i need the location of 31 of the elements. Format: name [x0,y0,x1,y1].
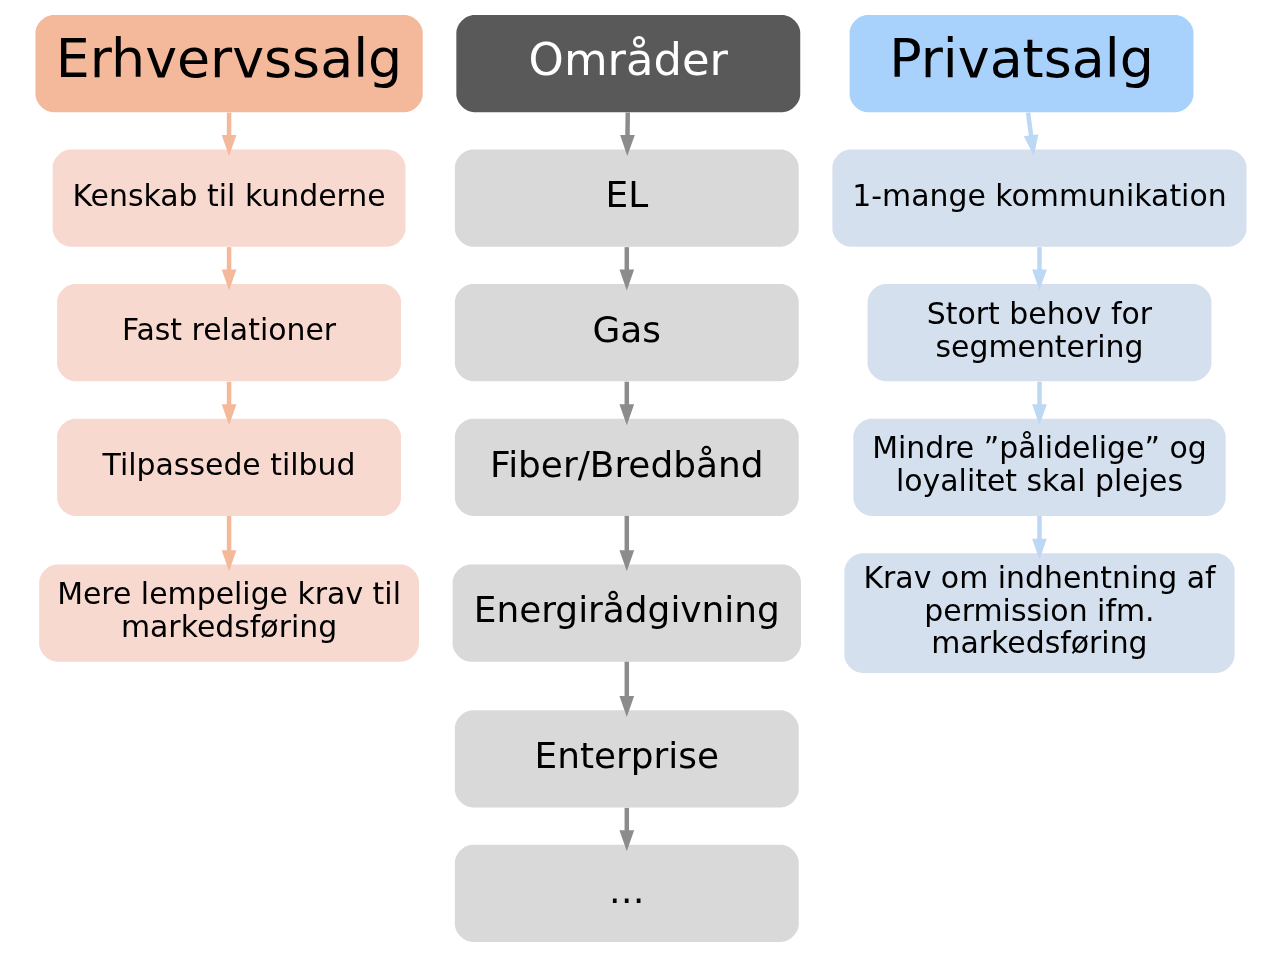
arrow [221,381,236,425]
node-box: Privatsalg [849,14,1193,112]
arrow [619,112,635,156]
node-box: Mere lempelige krav til markedsføring [38,564,419,662]
node-box: Energirådgivning [452,564,801,662]
node-box: Erhvervssalg [34,14,423,112]
arrow [618,381,634,425]
arrow [1031,381,1047,425]
arrow [1031,515,1047,560]
arrow [221,246,236,291]
node-box: Tilpassede tilbud [56,418,401,516]
node-box: … [454,844,799,942]
node-box: Områder [455,14,800,112]
arrow [618,515,634,571]
node-box: Krav om indhentning af permission ifm. markedsføring [843,552,1235,673]
node-box: Fast relationer [56,283,401,381]
node-box: 1-mange kommunikation [831,149,1247,247]
node-box: Kenskab til kunderne [52,149,405,247]
node-box: Fiber/Bredbånd [454,418,799,516]
arrow [221,515,236,571]
node-box: Enterprise [454,709,799,807]
node-box: Stort behov for segmentering [867,283,1211,381]
node-box: Gas [454,283,799,381]
node-box: Mindre ”pålidelige” og loyalitet skal plejes [852,418,1226,516]
arrow [1031,246,1047,291]
node-box: EL [454,149,799,247]
arrow [221,112,236,156]
arrow [618,807,634,851]
arrow [618,661,634,717]
arrow [618,246,634,291]
arrow [1023,111,1038,156]
